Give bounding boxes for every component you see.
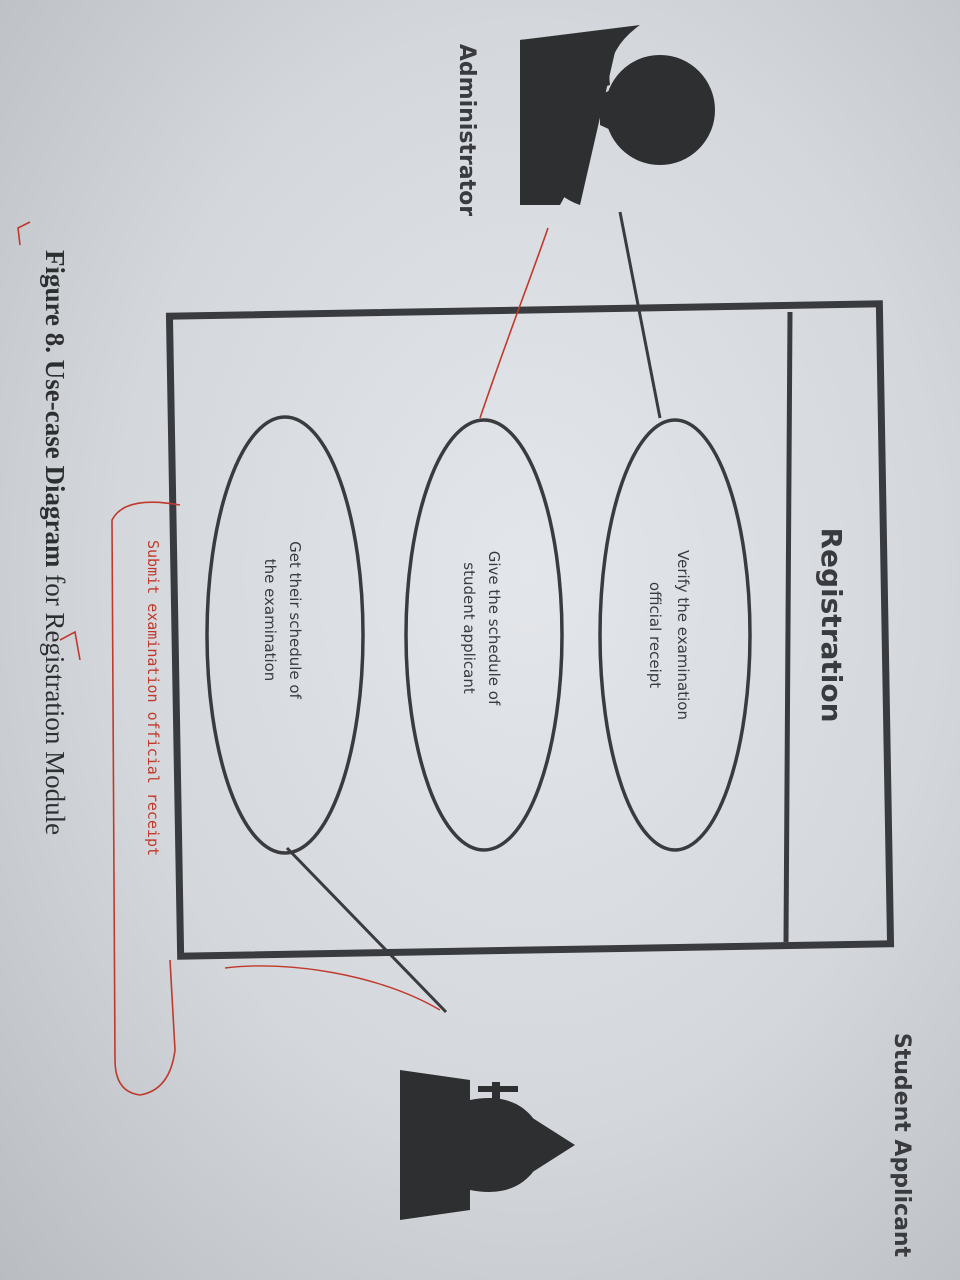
use-case-verify-receipt <box>598 418 752 852</box>
use-case-1-line2: official receipt <box>646 582 664 688</box>
use-case-2-line2: student applicant <box>460 562 478 694</box>
use-case-3-line2: the examination <box>261 559 279 682</box>
actor-administrator: Administrator <box>454 44 479 216</box>
annotation-red-bracket-left <box>17 221 31 246</box>
system-title: Registration <box>815 527 848 722</box>
system-title-divider <box>783 311 793 943</box>
use-case-2-line1: Give the schedule of <box>485 551 503 706</box>
use-case-get-schedule <box>205 415 365 855</box>
administrator-icon <box>520 25 715 205</box>
use-case-1-line1: Verify the examination <box>674 550 692 720</box>
association-student-get-schedule <box>285 846 448 1014</box>
association-admin-verify <box>618 211 662 419</box>
system-boundary <box>165 300 895 960</box>
use-case-give-schedule <box>404 418 564 852</box>
annotation-red-bracket-right <box>59 630 81 661</box>
annotation-red-line-admin <box>479 227 549 419</box>
use-case-3-line1: Get their schedule of <box>286 541 304 699</box>
annotation-handwritten-note: Submit examination official receipt <box>144 540 162 856</box>
annotation-red-loop <box>111 501 181 1096</box>
caption-highlighted: Diagram <box>40 465 70 567</box>
caption-figure-label: Figure 8. <box>40 250 70 353</box>
student-applicant-icon <box>400 1070 575 1220</box>
caption-part-1: Use-case <box>40 360 70 466</box>
actor-student-applicant: Student Applicant <box>889 1033 914 1258</box>
caption-part-2: for Registration Module <box>40 574 70 835</box>
figure-caption: Figure 8. Use-case Diagram for Registrat… <box>40 250 70 835</box>
annotation-red-connector <box>224 965 441 1011</box>
